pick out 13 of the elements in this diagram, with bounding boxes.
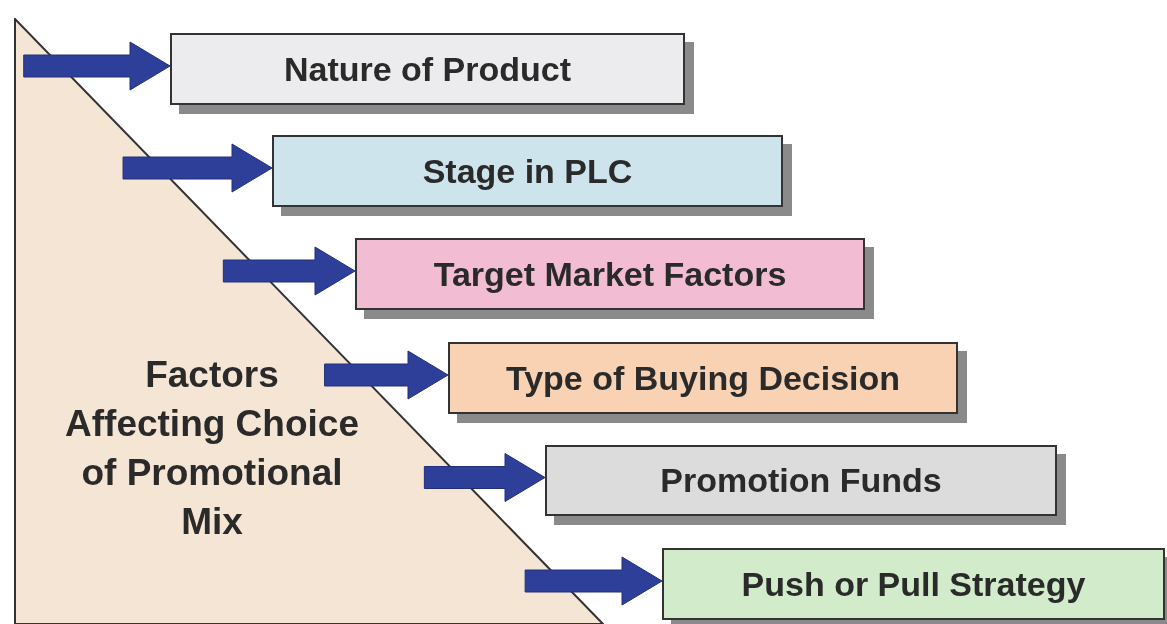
block-arrow	[222, 246, 356, 296]
block-arrow	[524, 556, 663, 606]
box-label: Promotion Funds	[660, 461, 942, 500]
box-label: Target Market Factors	[433, 254, 787, 294]
box-label: Push or Pull Strategy	[741, 564, 1086, 604]
box-label: Stage in PLC	[422, 151, 633, 191]
box-label: Nature of Product	[283, 49, 572, 89]
block-arrow	[122, 143, 273, 193]
block-arrow	[423, 453, 546, 502]
box-label: Type of Buying Decision	[505, 358, 901, 398]
block-arrow	[23, 41, 171, 91]
triangle-label: Factors Affecting Choice of Promotional Mix	[64, 353, 360, 544]
block-arrow	[324, 350, 449, 400]
